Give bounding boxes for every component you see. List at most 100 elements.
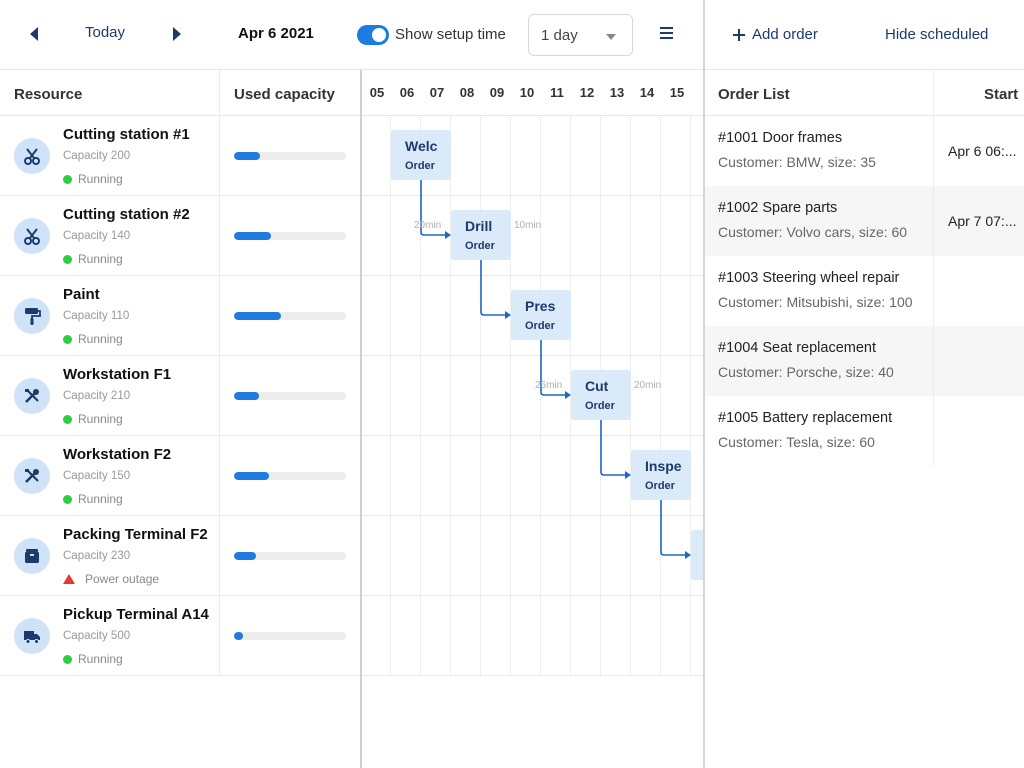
row-gridline <box>362 275 703 276</box>
resource-avatar <box>14 218 50 254</box>
truck-icon <box>24 631 40 644</box>
status-dot-icon <box>63 654 72 664</box>
resource-avatar <box>14 538 50 574</box>
hour-label: 08 <box>452 70 482 116</box>
order-customer: Customer: Porsche, size: 40 <box>718 364 894 380</box>
dependency-line <box>540 340 566 396</box>
task-subtitle: Order <box>465 240 495 252</box>
next-day-button[interactable] <box>166 22 186 46</box>
order-list-header: Order List Start <box>705 70 1024 116</box>
order-title: #1002 Spare parts <box>718 200 838 216</box>
today-button[interactable]: Today <box>84 24 126 41</box>
resource-status-label: Running <box>78 412 123 426</box>
dependency-links <box>420 180 691 559</box>
hour-label: 15 <box>662 70 692 116</box>
row-gridline <box>362 435 703 436</box>
resource-name: Workstation F1 <box>63 366 172 383</box>
task-title: Welc <box>405 138 438 154</box>
capacity-bar <box>234 152 346 160</box>
previous-day-button[interactable] <box>25 22 45 46</box>
grid-splitter[interactable] <box>360 70 362 768</box>
column-divider <box>219 70 220 676</box>
status-dot-icon <box>63 494 72 504</box>
plus-icon <box>733 28 745 41</box>
resource-name: Paint <box>63 286 100 303</box>
status-dot-icon <box>63 254 72 264</box>
task-subtitle: Order <box>405 160 435 172</box>
capacity-bar <box>234 472 346 480</box>
resource-avatar <box>14 138 50 174</box>
resource-name: Packing Terminal F2 <box>63 526 208 543</box>
order-start: Apr 7 07:... <box>948 213 1017 229</box>
order-title: #1001 Door frames <box>718 130 843 146</box>
hour-label: 05 <box>362 70 392 116</box>
hour-label: 09 <box>482 70 512 116</box>
show-setup-time-label: Show setup time <box>395 26 506 43</box>
column-header-start[interactable]: Start <box>984 86 1019 103</box>
row-gridline <box>362 355 703 356</box>
resource-status-label: Running <box>78 492 123 506</box>
hide-scheduled-button[interactable]: Hide scheduled <box>885 26 989 43</box>
dependency-arrow-icon <box>625 471 631 479</box>
resource-status: Running <box>63 492 123 506</box>
order-toolbar: Add order Hide scheduled <box>705 0 1024 70</box>
resource-status-label: Running <box>78 252 123 266</box>
capacity-bar-fill <box>234 232 271 240</box>
resource-name: Workstation F2 <box>63 446 172 463</box>
column-header-resource[interactable]: Resource <box>14 86 83 103</box>
hamburger-icon <box>660 27 673 29</box>
resource-capacity: Capacity 200 <box>63 150 131 162</box>
hour-label: 10 <box>512 70 542 116</box>
status-dot-icon <box>63 174 72 184</box>
menu-button[interactable] <box>660 27 674 41</box>
range-select[interactable]: 1 day <box>528 14 633 56</box>
add-order-button[interactable]: Add order <box>733 26 818 43</box>
dependency-arrow-icon <box>505 311 511 319</box>
task-subtitle: Order <box>525 320 555 332</box>
toggle-knob <box>372 28 386 42</box>
hour-gridline <box>690 116 691 676</box>
dependency-line <box>660 500 686 556</box>
show-setup-time-toggle[interactable] <box>357 25 389 45</box>
timeline: 05060708091011121314151 WelcOrderDrillOr… <box>362 70 703 768</box>
resource-capacity: Capacity 210 <box>63 390 131 402</box>
task-subtitle: Order <box>585 400 615 412</box>
task-subtitle: Order <box>645 480 675 492</box>
chevron-left-icon <box>30 27 38 41</box>
order-customer: Customer: BMW, size: 35 <box>718 154 876 170</box>
hour-label: 06 <box>392 70 422 116</box>
resource-status: Running <box>63 332 123 346</box>
resource-status-label: Power outage <box>85 572 160 586</box>
scissors-icon <box>24 148 40 165</box>
column-header-used-capacity[interactable]: Used capacity <box>234 86 335 103</box>
status-dot-icon <box>63 334 72 344</box>
capacity-bar <box>234 312 346 320</box>
column-header-order-list[interactable]: Order List <box>718 86 790 103</box>
dependency-arrow-icon <box>565 391 571 399</box>
order-column-divider <box>933 70 934 466</box>
resource-status-label: Running <box>78 172 123 186</box>
resource-status-label: Running <box>78 652 123 666</box>
capacity-bar <box>234 392 346 400</box>
task-bar[interactable] <box>691 530 703 580</box>
add-order-label: Add order <box>752 26 818 43</box>
hour-label: 1 <box>692 70 703 116</box>
hour-label: 07 <box>422 70 452 116</box>
